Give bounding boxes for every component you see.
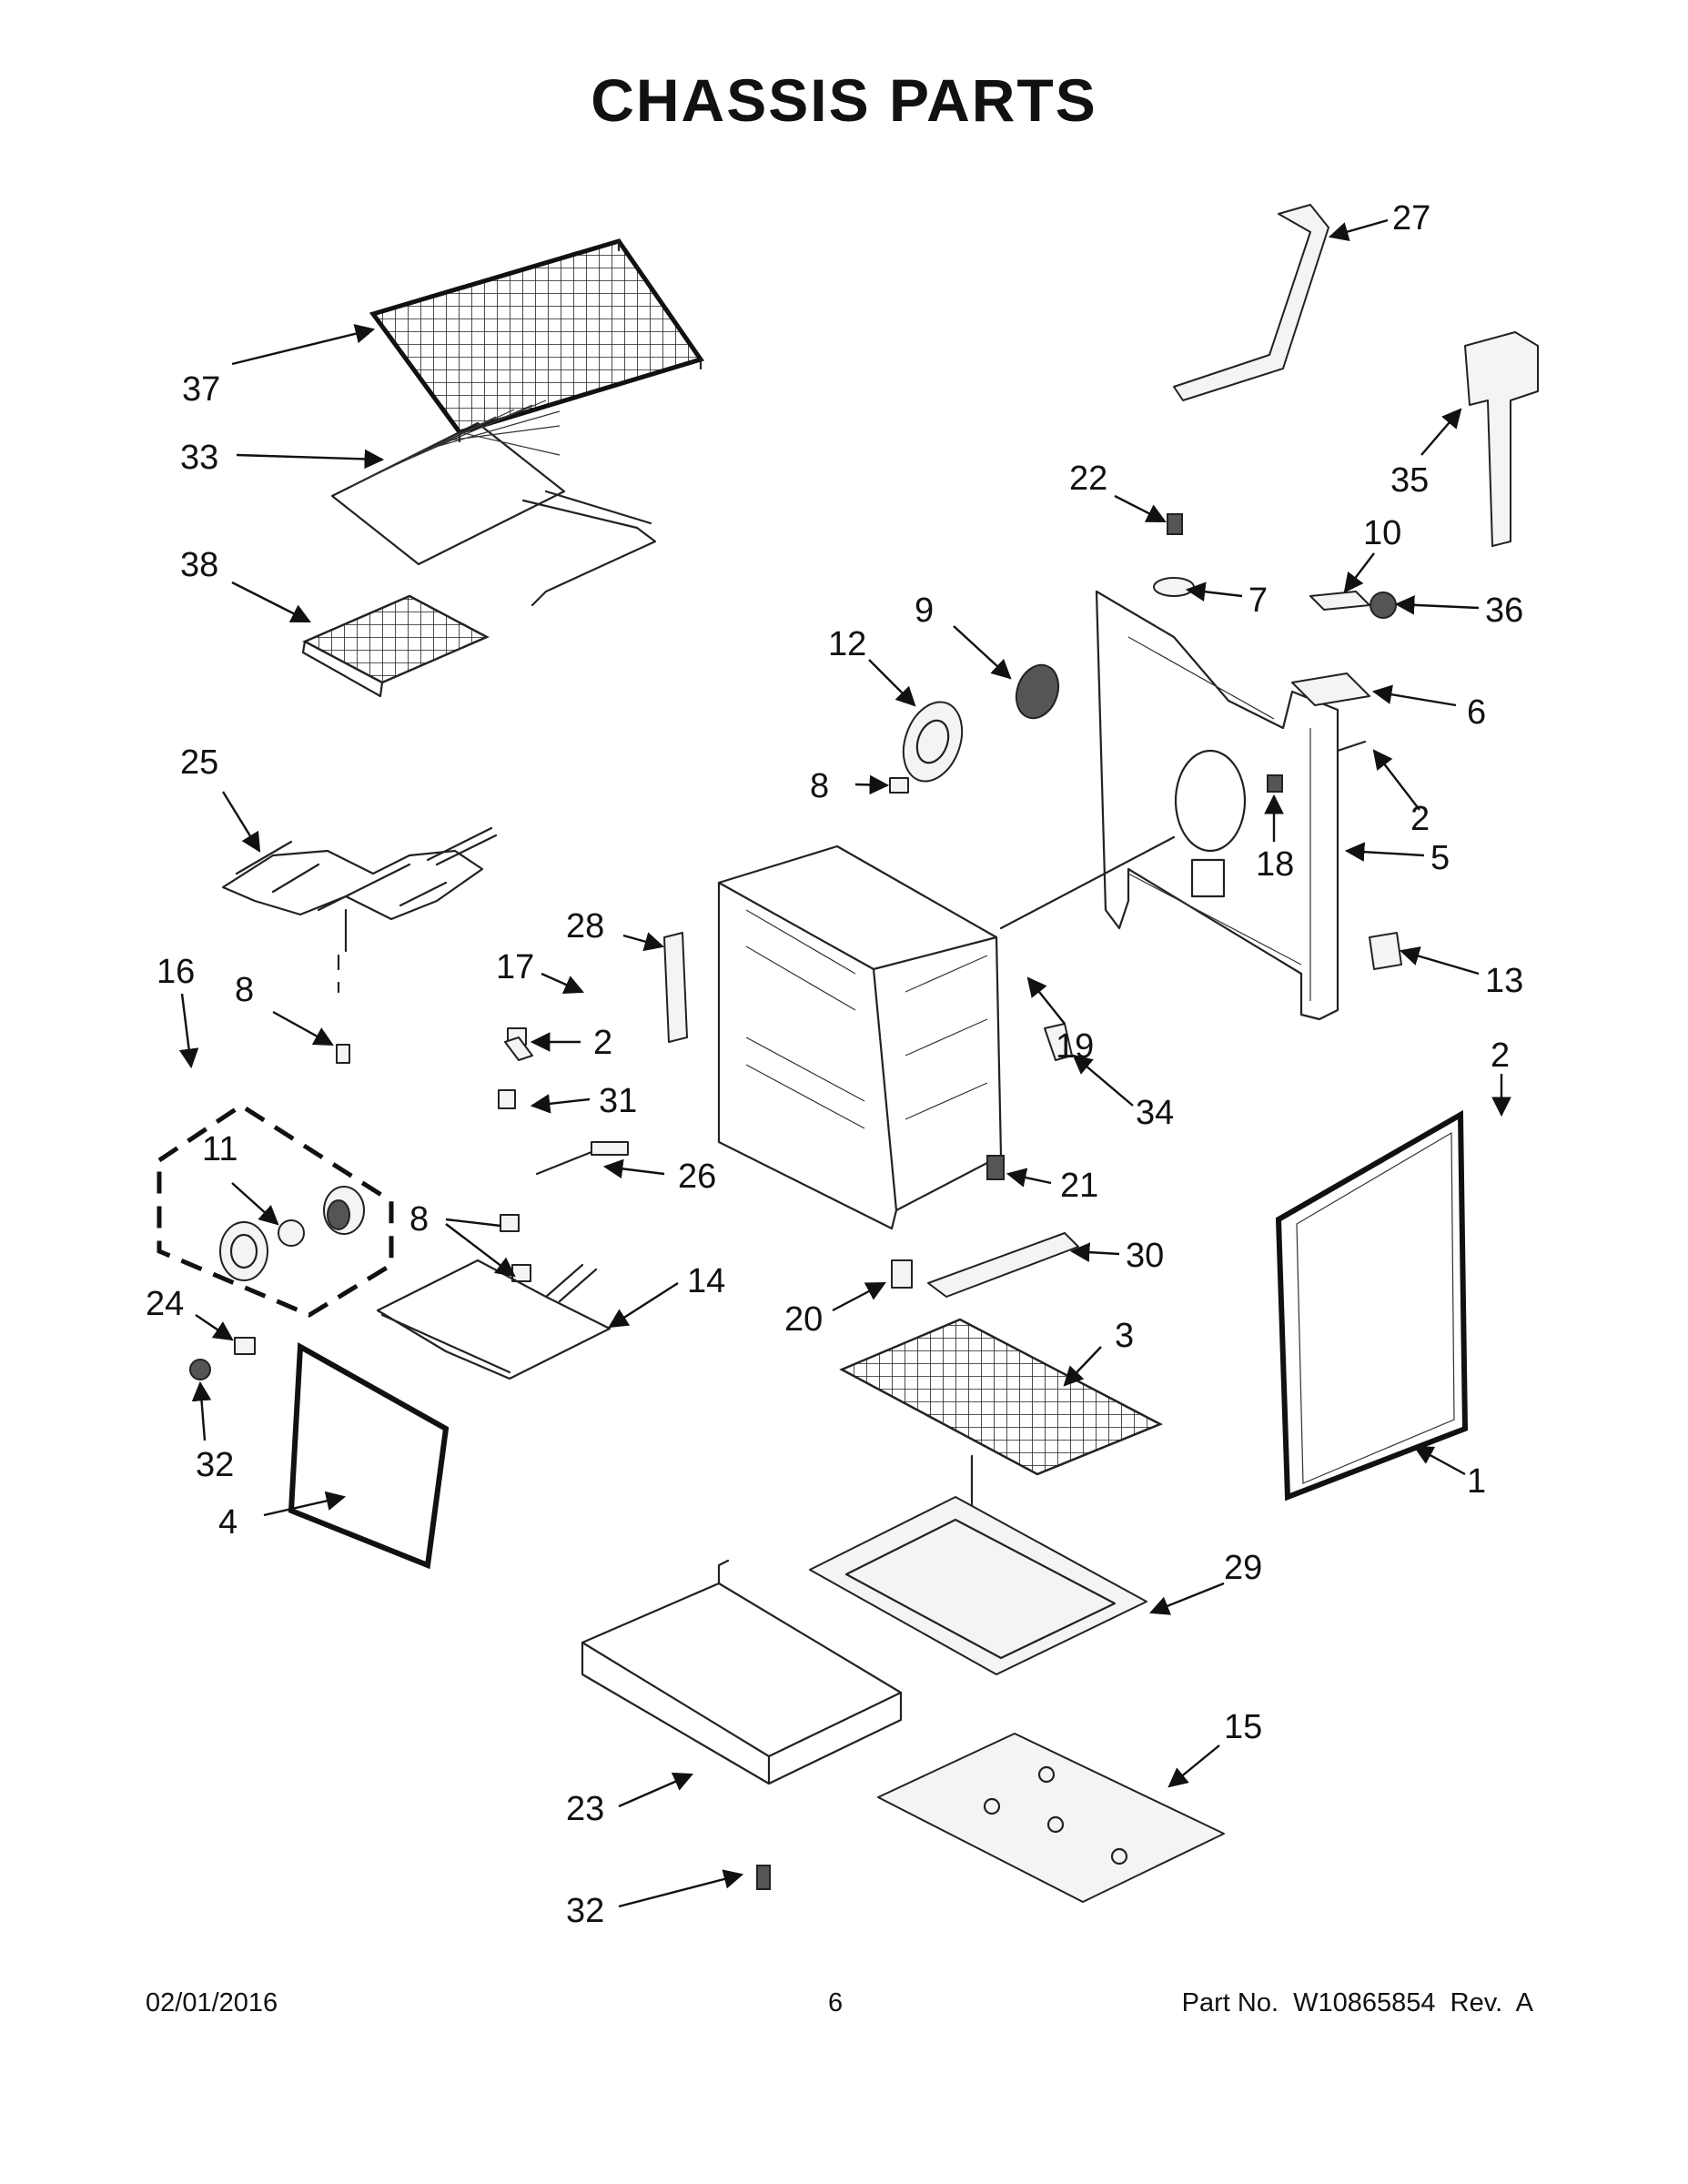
hinge-bracket-parts	[504, 932, 688, 1061]
oven-sensor-part	[535, 1141, 630, 1176]
callout-3: 3	[1115, 1317, 1134, 1355]
callout-13: 13	[1485, 962, 1523, 1000]
callout-9: 9	[915, 592, 934, 630]
footer-date: 02/01/2016	[146, 1988, 278, 2017]
callout-19: 19	[1056, 1027, 1094, 1066]
callout-31: 31	[599, 1082, 637, 1120]
drip-tray-part	[809, 1496, 1147, 1675]
callout-34: 34	[1136, 1094, 1174, 1132]
callout-2-side: 2	[1491, 1036, 1510, 1075]
callout-6: 6	[1467, 693, 1486, 732]
callout-7: 7	[1248, 581, 1268, 620]
leader-arrows	[178, 218, 1511, 1908]
callout-11: 11	[202, 1130, 238, 1168]
side-cover-part	[1464, 331, 1539, 547]
callout-36: 36	[1485, 592, 1523, 630]
callout-2-left: 2	[593, 1024, 612, 1062]
callout-20: 20	[784, 1300, 823, 1339]
callout-38: 38	[180, 546, 218, 584]
callout-17: 17	[496, 948, 534, 986]
callout-27: 27	[1392, 199, 1430, 238]
callout-8-broil: 8	[409, 1200, 429, 1239]
callout-2-rear: 2	[1410, 800, 1430, 838]
convection-fan-parts	[889, 663, 1060, 794]
callout-24: 24	[146, 1285, 184, 1323]
callout-29: 29	[1224, 1549, 1262, 1587]
callout-1: 1	[1467, 1462, 1486, 1501]
bake-element-part	[221, 826, 498, 994]
leveling-screw-part	[756, 1865, 771, 1890]
roller-rack-part	[330, 399, 657, 607]
lower-small-parts	[891, 1023, 1079, 1298]
callout-12: 12	[828, 625, 866, 663]
page-title: CHASSIS PARTS	[591, 66, 1097, 134]
half-rack-part	[301, 594, 490, 698]
rear-small-parts	[1153, 513, 1402, 970]
callout-28: 28	[566, 907, 604, 945]
light-assembly-part	[157, 1103, 394, 1318]
callout-22: 22	[1069, 460, 1107, 498]
oven-rack-part	[369, 238, 705, 443]
callout-8-fan: 8	[810, 767, 829, 805]
callout-14: 14	[687, 1262, 725, 1300]
door-gasket-part	[288, 1342, 450, 1570]
callout-4: 4	[218, 1503, 238, 1542]
callout-5: 5	[1430, 839, 1450, 877]
bottom-panel-part	[877, 1733, 1225, 1903]
callout-8-bake: 8	[235, 971, 254, 1009]
callout-21: 21	[1060, 1167, 1098, 1205]
callout-32-left: 32	[196, 1446, 234, 1484]
callout-15: 15	[1224, 1708, 1262, 1746]
rear-chassis-panel-part	[1095, 590, 1367, 1021]
callout-18: 18	[1256, 845, 1294, 884]
callout-10: 10	[1363, 514, 1401, 552]
callout-30: 30	[1126, 1237, 1164, 1275]
footer-page-number: 6	[828, 1988, 844, 2017]
top-bracket-part	[1173, 204, 1329, 401]
callout-16: 16	[157, 953, 195, 991]
broil-element-part	[376, 1259, 612, 1380]
callout-37: 37	[182, 370, 220, 409]
callout-32-bottom: 32	[566, 1892, 604, 1930]
storage-drawer-part	[581, 1559, 903, 1785]
callout-35: 35	[1390, 461, 1429, 500]
footer-part-number: Part No. W10865854 Rev. A	[1181, 1988, 1533, 2017]
callout-23: 23	[566, 1790, 604, 1828]
oven-cavity-part	[717, 835, 1176, 1230]
side-panel-part	[1275, 1109, 1469, 1502]
callout-33: 33	[180, 439, 218, 477]
callout-25: 25	[180, 743, 218, 782]
callout-26: 26	[678, 1158, 716, 1196]
